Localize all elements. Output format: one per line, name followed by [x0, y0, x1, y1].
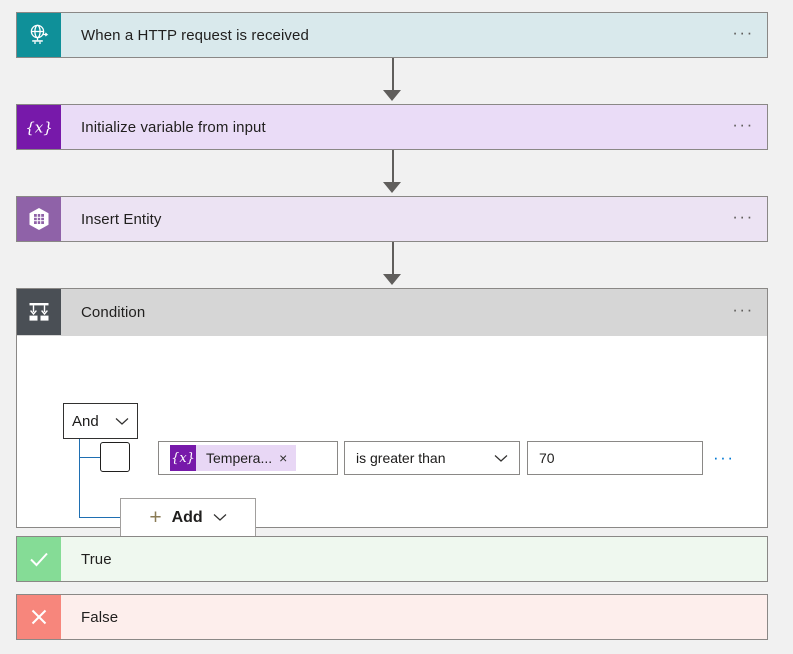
action-overflow-menu[interactable]: ··· — [732, 206, 754, 226]
branch-overflow-menu-false[interactable] — [719, 595, 767, 639]
branch-title: False — [81, 608, 119, 626]
action-card-insert-entity[interactable]: Insert Entity ··· — [16, 196, 768, 242]
condition-operator-dropdown[interactable]: is greater than — [344, 441, 520, 475]
action-title: When a HTTP request is received — [81, 26, 309, 44]
action-card-http-trigger[interactable]: When a HTTP request is received ··· — [16, 12, 768, 58]
add-condition-button[interactable]: + Add — [120, 498, 256, 537]
action-title: Insert Entity — [81, 210, 162, 228]
close-icon[interactable]: × — [279, 450, 288, 466]
condition-header[interactable]: Condition ··· — [17, 289, 767, 336]
condition-body: And {x} Tempera... × is greater than — [17, 336, 767, 537]
cross-icon — [17, 595, 61, 639]
condition-title: Condition — [81, 303, 146, 321]
connector-arrow-1 — [383, 90, 401, 101]
add-button-label: Add — [171, 508, 203, 526]
chevron-down-icon — [115, 417, 129, 426]
token-label: Tempera... — [206, 450, 273, 466]
table-entity-icon — [17, 197, 61, 241]
dynamic-content-token[interactable]: {x} Tempera... × — [170, 445, 297, 471]
condition-card: Condition ··· And {x} Tempera... × — [16, 288, 768, 537]
logic-operator-label: And — [72, 412, 99, 430]
branch-condition-icon — [17, 289, 61, 335]
chevron-down-icon — [213, 513, 227, 522]
condition-row-checkbox[interactable] — [100, 442, 130, 472]
variable-braces-icon: {x} — [17, 105, 61, 149]
condition-left-operand-field[interactable]: {x} Tempera... × — [158, 441, 338, 475]
condition-row-overflow-menu[interactable]: ··· — [713, 448, 735, 467]
connector-arrow-3 — [383, 274, 401, 285]
operator-label: is greater than — [356, 450, 446, 466]
condition-tree-line-add — [79, 517, 120, 518]
action-title: Initialize variable from input — [81, 118, 266, 136]
condition-tree-line-vertical — [79, 439, 80, 518]
branch-overflow-menu-true[interactable] — [719, 537, 767, 581]
condition-value-input[interactable] — [527, 441, 703, 475]
plus-icon: + — [149, 506, 162, 529]
connector-arrow-2 — [383, 182, 401, 193]
svg-text:{x}: {x} — [26, 119, 52, 137]
logic-operator-dropdown[interactable]: And — [63, 403, 138, 439]
connector-line-2 — [392, 150, 394, 186]
branch-card-false[interactable]: False — [16, 594, 768, 640]
variable-braces-icon: {x} — [170, 445, 196, 471]
condition-overflow-menu[interactable]: ··· — [732, 299, 754, 319]
connector-line-1 — [392, 58, 394, 94]
branch-card-true[interactable]: True — [16, 536, 768, 582]
action-overflow-menu[interactable]: ··· — [732, 114, 754, 134]
condition-tree-line-row — [79, 457, 100, 458]
connector-line-3 — [392, 242, 394, 278]
checkmark-icon — [17, 537, 61, 581]
action-overflow-menu[interactable]: ··· — [732, 22, 754, 42]
globe-request-icon — [17, 13, 61, 57]
branch-title: True — [81, 550, 112, 568]
action-card-init-variable[interactable]: {x} Initialize variable from input ··· — [16, 104, 768, 150]
chevron-down-icon — [494, 454, 508, 463]
